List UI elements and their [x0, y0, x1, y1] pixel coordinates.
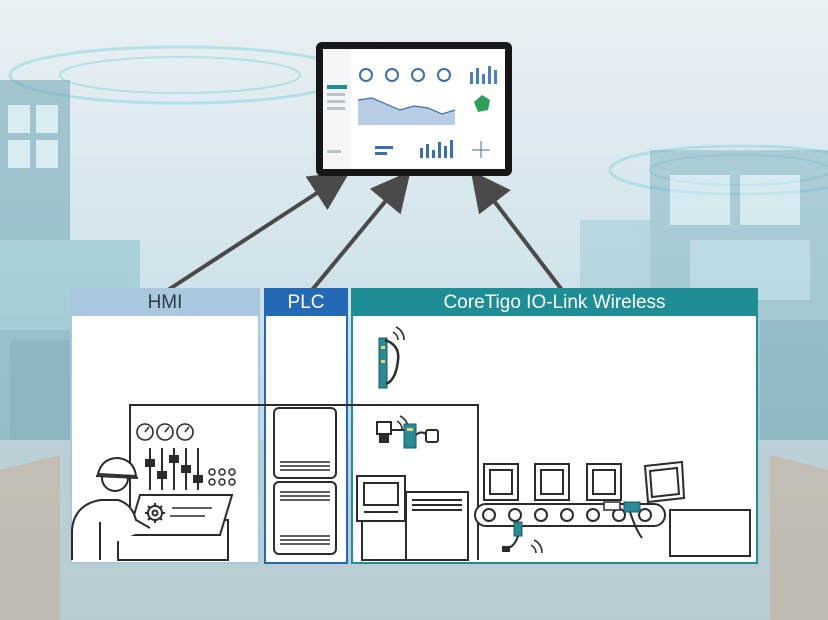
- gear-icon: [145, 503, 165, 523]
- wireless-signal-icon: [392, 326, 543, 554]
- hmi-panel-title: HMI: [72, 290, 258, 316]
- arrow-plc-to-dashboard: [310, 170, 411, 292]
- conveyor-icon: [474, 460, 751, 557]
- plc-panel-title: PLC: [266, 290, 346, 316]
- arrow-hmi-to-dashboard: [166, 171, 351, 292]
- arrow-iolink-to-dashboard: [470, 170, 564, 292]
- gauge-icon: [136, 423, 194, 441]
- slider-icon: [145, 448, 203, 490]
- worker-icon: [71, 456, 151, 560]
- monitor-icon: [356, 475, 407, 561]
- plc-cabinet: [273, 407, 337, 555]
- iolink-panel-title: CoreTigo IO-Link Wireless: [353, 290, 756, 316]
- io-link-master-icon: [378, 337, 400, 389]
- sensor-icon: [376, 421, 439, 443]
